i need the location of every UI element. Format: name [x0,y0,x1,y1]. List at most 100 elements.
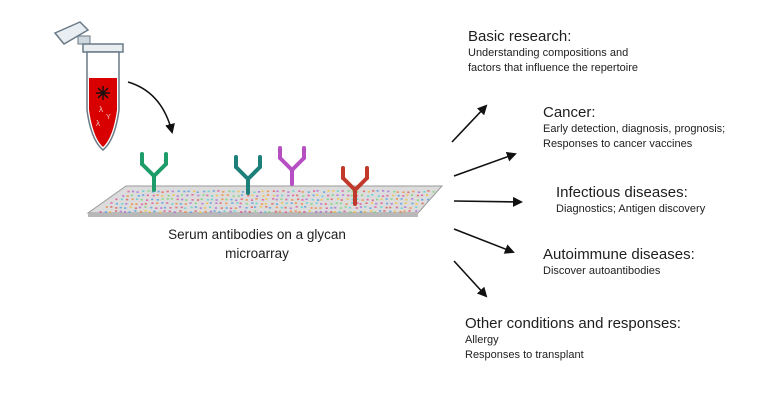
glycan-spot [336,190,339,192]
glycan-spot [172,194,175,196]
glycan-spot [144,210,147,212]
glycan-spot [157,190,160,193]
glycan-spots [99,190,435,214]
glycan-spot [109,211,112,213]
arrow-cancer [453,152,517,177]
antibody-teal-icon [234,155,262,195]
glycan-spot [247,194,250,197]
glycan-spot [151,198,154,201]
glycan-spot [323,191,326,193]
glycan-spot [245,199,248,201]
glycan-spot [212,190,215,192]
glycan-spot [390,198,393,200]
glycan-spot [184,207,187,209]
glycan-spot [314,207,317,209]
glycan-spot [201,202,204,205]
glycan-spot [229,207,233,210]
glycan-spot [265,206,268,208]
svg-text:λ: λ [99,105,103,114]
glycan-spot [244,210,247,213]
glycan-spot [272,198,275,200]
glycan-spot [122,195,125,197]
glycan-spot [332,190,335,192]
glycan-spot [276,190,279,193]
glycan-spot [261,190,264,193]
glycan-spot [302,195,305,197]
glycan-spot [121,203,124,205]
glycan-spot [372,190,375,192]
glycan-spot [376,190,379,192]
glycan-spot [301,191,304,193]
glycan-spot [396,191,399,193]
glycan-spot [110,206,113,208]
glycan-spot [209,210,212,213]
glycan-spot [220,207,223,209]
glycan-spot [371,194,374,196]
glycan-spot [119,206,122,209]
glycan-spot [366,198,369,201]
glycan-spot [389,210,392,213]
glycan-spot [400,198,403,200]
glycan-spot [298,190,301,192]
glycan-spot [124,211,127,213]
glycan-spot [347,194,350,197]
application-infectious-diseases: Infectious diseases: Diagnostics; Antige… [556,184,705,217]
glycan-spot [356,198,359,200]
glycan-spot [393,190,396,193]
glycan-spot [426,198,430,201]
glycan-spot [175,202,178,205]
glycan-spot [406,194,409,196]
glycan-spot [383,210,386,212]
glycan-spot [275,198,278,201]
glycan-spot [232,190,235,193]
glycan-spot [180,206,183,209]
glycan-spot [161,202,164,204]
glycan-spot [382,190,385,192]
glycan-spot [339,207,343,209]
glycan-spot [268,211,271,213]
glycan-spot [310,207,313,209]
glycan-spot [120,198,124,201]
glycan-spot [156,202,159,204]
glycan-spot [135,203,138,205]
glycan-spot [280,198,283,200]
glycan-spot [325,207,328,209]
glycan-spot [153,210,156,213]
glycan-spot [327,190,330,192]
glycan-spot [129,206,132,208]
glycan-spot [287,194,290,197]
glycan-spot [226,194,229,196]
glycan-spot [187,190,190,193]
glycan-spot [330,211,333,213]
glycan-spot [371,199,374,202]
glycan-spot [259,206,263,208]
glycan-spot [407,191,410,194]
glycan-spot [304,206,307,208]
glycan-spot [194,202,197,205]
glycan-spot [225,198,228,201]
glycan-spot [215,202,218,204]
glycan-spot [115,198,118,201]
glycan-spot [319,211,322,213]
application-other-conditions: Other conditions and responses: Allergy … [465,315,681,363]
glycan-spot [376,198,379,201]
glycan-spot [315,211,318,213]
glycan-spot [213,210,216,212]
glycan-spot [301,199,304,201]
glycan-spot [160,207,163,209]
glycan-spot [163,206,167,209]
glycan-spot [199,207,202,209]
glycan-spot [356,202,359,204]
glycan-spot [99,211,102,213]
glycan-spot [307,194,310,197]
glycan-spot [426,194,429,196]
application-heading: Autoimmune diseases: [543,246,695,263]
glycan-spot [320,203,323,205]
glycan-spot [385,206,388,209]
glycan-spot [173,211,176,213]
glycan-spot [347,190,350,192]
caption-line-1: Serum antibodies on a glycan [168,227,346,242]
glycan-spot [222,191,225,193]
glycan-spot [197,194,200,197]
glycan-spot [409,207,412,209]
